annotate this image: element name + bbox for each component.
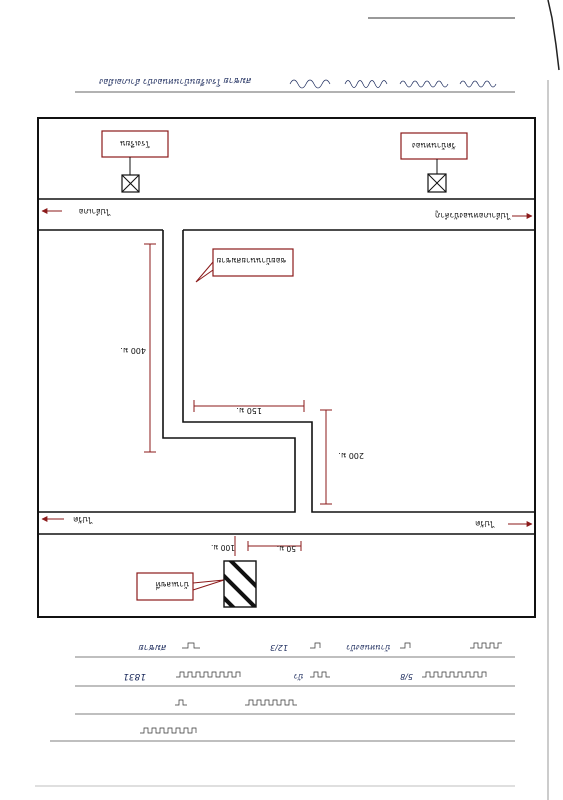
lane-callout: ซอยบ้านนายสมชาย: [195, 248, 294, 283]
site-callout-label: บ้านเลขที่: [156, 580, 189, 591]
road-network: [38, 198, 535, 535]
scan-edge-marks: [368, 0, 560, 800]
landmark-left-label: โรงเรียน: [120, 139, 150, 149]
road-label-top-left: ไปอำเภอ: [79, 207, 111, 216]
landmark-left: โรงเรียน: [101, 130, 169, 193]
dimension-middle-horizontal: [193, 400, 305, 412]
lane-left-edge: [38, 230, 296, 513]
road-label-top-right: ไปอำเภอหนองบัวลำภู: [435, 210, 511, 220]
header-handwritten-text: โรงเรียนบ้านหนองบัว อำเภอเมือง: [99, 76, 222, 87]
road-direction-top-right: ไปอำเภอหนองบัวลำภู: [435, 210, 533, 220]
road-direction-bottom-right: ไปวัด: [475, 519, 533, 528]
dimension-bottom-left-short-label: 100 ม.: [211, 543, 235, 552]
footer-village-value: บ้านหนองบัว: [346, 643, 391, 652]
dimension-middle-horizontal-label: 150 ม.: [236, 406, 262, 415]
dimension-left-vertical: [144, 243, 156, 453]
road-label-bottom-right: ไปวัด: [475, 519, 495, 528]
crossed-box-icon: [121, 174, 140, 193]
landmark-right: วัดบ้านหนอง: [400, 132, 468, 193]
dimension-left-vertical-label: 400 ม.: [120, 346, 146, 355]
footer-row3-print: [175, 699, 297, 706]
diagonal-hatched-box-icon: [223, 560, 257, 608]
footer-row1-print: [182, 642, 502, 649]
landmark-right-label: วัดบ้านหนอง: [412, 141, 456, 150]
header-signature: สมชาย: [223, 75, 252, 85]
site-callout: บ้านเลขที่: [136, 572, 225, 601]
lane-right-edge: [182, 230, 535, 513]
crossed-box-icon: [427, 173, 447, 193]
footer-row2-print: [176, 671, 487, 678]
road-label-bottom-left: ไปวัด: [73, 515, 93, 524]
footer-name-value: สมชาย: [138, 642, 167, 652]
footer-postcode-value: 1831: [123, 671, 146, 681]
footer-row4-print: [140, 727, 197, 734]
road-direction-bottom-left: ไปวัด: [41, 515, 93, 524]
footer-form: สมชาย 12/3 บ้านหนองบัว 1831 บัว 5/8: [50, 642, 515, 742]
road-direction-top-left: ไปอำเภอ: [41, 207, 111, 216]
header-handwritten-row: โรงเรียนบ้านหนองบัว อำเภอเมือง สมชาย: [75, 75, 515, 93]
dimension-right-vertical-label: 200 ม.: [338, 451, 364, 460]
dimension-bottom-short: [247, 541, 302, 551]
footer-subdistrict-value: บัว: [294, 672, 304, 681]
dimension-bottom-short-label: 50 ม.: [277, 544, 296, 553]
map-frame: [37, 117, 536, 618]
footer-house-no-value: 12/3: [270, 643, 288, 652]
dimension-right-vertical: [320, 409, 332, 505]
header-scribbles: [289, 79, 497, 89]
footer-moo-value: 5/8: [400, 672, 413, 681]
lane-callout-label: ซอยบ้านนายสมชาย: [217, 256, 286, 265]
